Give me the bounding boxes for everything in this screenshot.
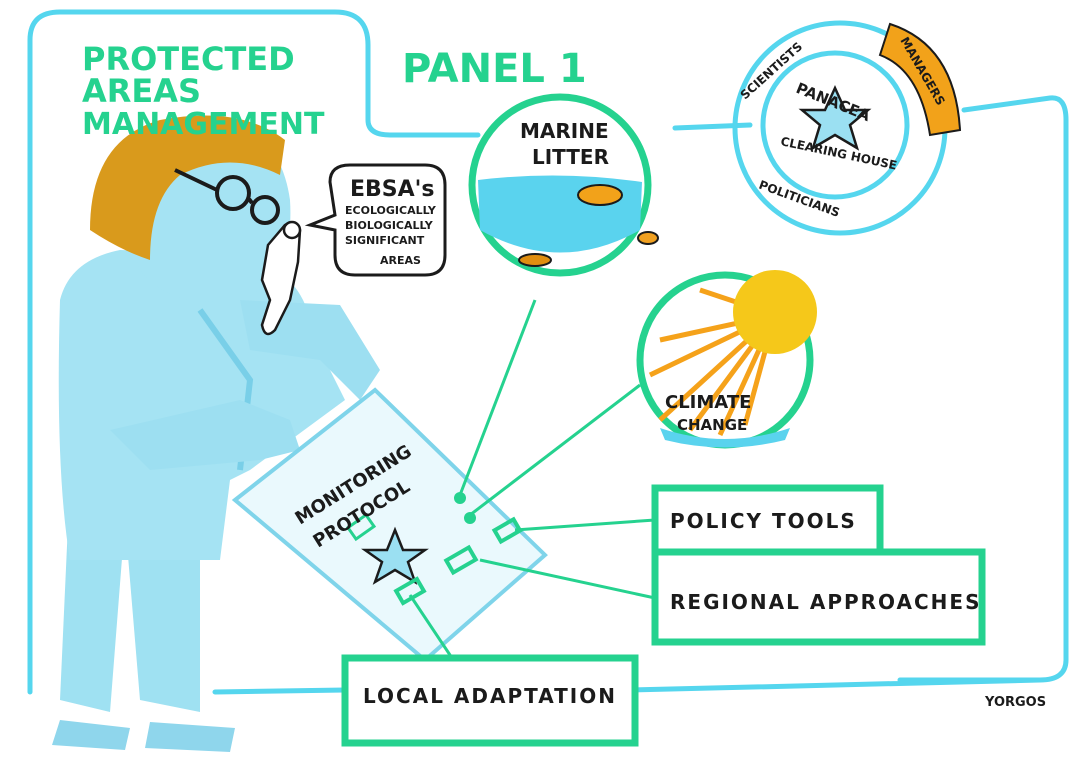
climate-line-1: CLIMATE: [665, 392, 751, 413]
regional-approaches-box: [651, 548, 986, 646]
signature: YORGOS: [984, 695, 1046, 710]
clearinghouse-diagram: [732, 20, 962, 236]
marine-litter-line-2: LITTER: [532, 145, 609, 169]
person-figure: [52, 115, 380, 752]
local-adaptation-box: [341, 654, 639, 747]
title-line-3: MANAGEMENT: [82, 107, 325, 142]
star-icon: [361, 526, 429, 585]
star-icon: [798, 84, 872, 151]
regional-approaches-label: REGIONAL APPROACHES: [670, 590, 981, 614]
connector-lines: [408, 299, 656, 671]
marine-litter-circle: [468, 93, 659, 277]
bubble-line-2: BIOLOGICALLY: [345, 219, 434, 232]
marine-litter-line-1: MARINE: [520, 119, 609, 143]
clipboard: [231, 387, 548, 663]
climate-change-circle: [636, 270, 817, 449]
climate-line-2: CHANGE: [677, 416, 747, 434]
bubble-line-1: ECOLOGICALLY: [345, 204, 437, 217]
speech-bubble: [304, 163, 447, 277]
policy-tools-box: [651, 484, 884, 557]
frame-line: [27, 9, 1069, 695]
local-adaptation-label: LOCAL ADAPTATION: [363, 684, 617, 708]
title-line-2: AREAS: [82, 72, 201, 110]
bubble-line-3: SIGNIFICANT: [345, 234, 425, 247]
title-line-1: PROTECTED: [82, 40, 295, 78]
panel-title: PANEL 1: [402, 46, 587, 92]
policy-tools-label: POLICY TOOLS: [670, 509, 857, 533]
bubble-line-4: AREAS: [380, 254, 421, 267]
bubble-heading: EBSA's: [350, 177, 435, 202]
